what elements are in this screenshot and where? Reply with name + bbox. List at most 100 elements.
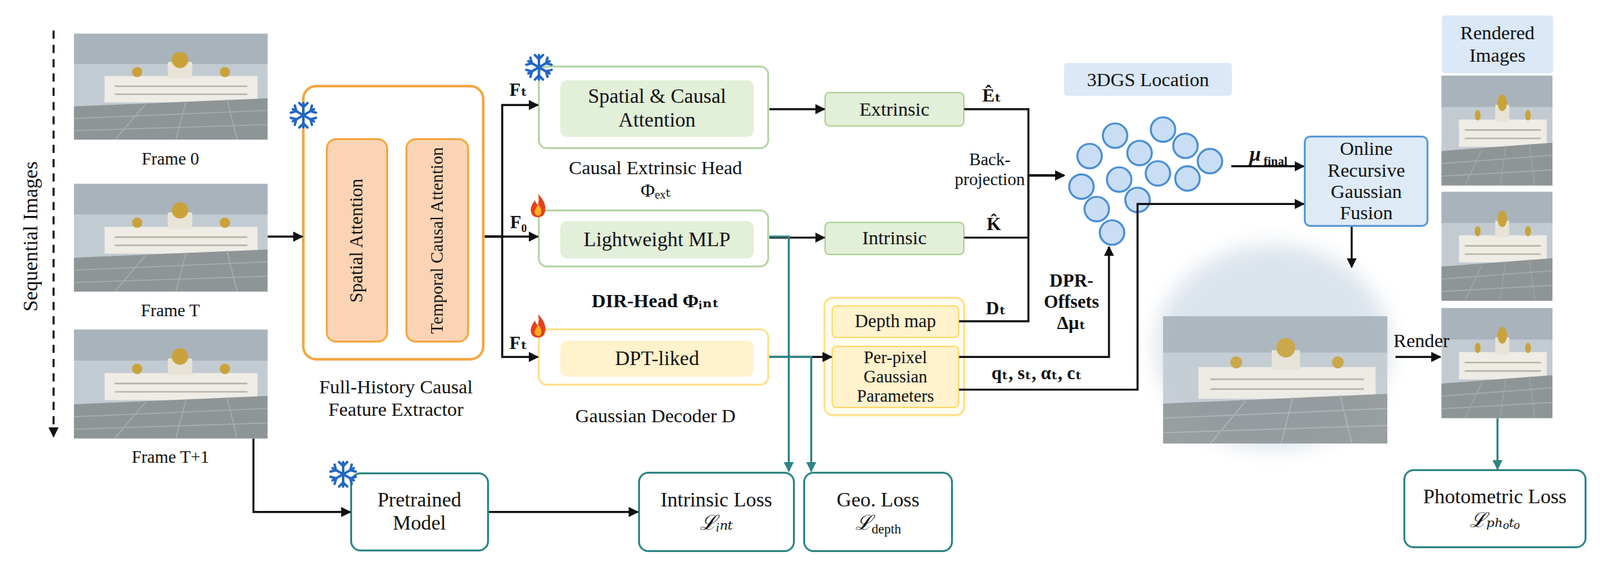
gaussian-circle: [1175, 166, 1200, 191]
rendered-image: [1441, 75, 1553, 186]
box-label: Pretrained Model: [354, 488, 484, 536]
gaussian-circle: [1100, 220, 1125, 245]
box-label: ℒ: [855, 511, 872, 536]
attention-box: Temporal Causal Attention: [405, 138, 469, 343]
caption-text: Full-History Causal Feature Extractor: [288, 375, 503, 421]
input-image: [73, 33, 268, 140]
loss-box: Photometric Lossℒₚₕₒₜₒ: [1403, 469, 1588, 548]
rendered-image: [1441, 191, 1553, 301]
box-label: Temporal Causal Attention: [427, 147, 448, 334]
input-image: [73, 183, 268, 292]
edge-label: DPR-Offsets Δμₜ: [1035, 270, 1108, 335]
box-label: Spatial Attention: [346, 178, 368, 303]
gaussian-circle: [1145, 161, 1171, 186]
connector-arrow: [769, 236, 789, 472]
gaussian-circle: [1173, 133, 1198, 159]
render-wire: [1350, 226, 1353, 267]
connector-arrow: [485, 235, 539, 238]
box-label: Spatial & Causal Attention: [562, 84, 751, 132]
gaussian-circle: [1127, 140, 1152, 166]
subscript-label: final: [1263, 154, 1288, 169]
box-label: Rendered Images: [1441, 15, 1554, 74]
edge-label: Êₜ: [982, 85, 1002, 107]
box-label: depth: [871, 521, 902, 538]
output-box: Extrinsic: [824, 91, 965, 127]
render-wire: [1395, 355, 1441, 358]
sequence-arrow: [52, 30, 55, 437]
gaussian-circle: [1069, 174, 1094, 199]
connector-arrow: [769, 356, 811, 472]
rendered-images-group: Rendered Images: [1441, 15, 1554, 419]
box-label: ℒᵢₙₜ: [642, 511, 790, 536]
connector-arrow: [1496, 418, 1499, 470]
gaussian-circle: [1077, 143, 1103, 169]
caption-text: Frame 0: [73, 149, 268, 169]
box-label: Intrinsic: [828, 226, 960, 250]
decoder-box: Gaussian Decoder DDPT-liked: [537, 328, 770, 386]
box-label: 3DGS Location: [1064, 62, 1232, 96]
connector-arrow: [485, 236, 539, 357]
attention-box: Spatial Attention: [325, 138, 389, 343]
edge-label: K̂: [986, 213, 1002, 236]
loss-box: Geo. Lossℒdepth: [803, 471, 953, 552]
connector-arrow: [267, 235, 303, 238]
connector-arrow: [488, 510, 639, 513]
axis-label: Sequential Images: [18, 161, 43, 313]
connector-arrow: [769, 355, 832, 358]
gaussian-circle: [1125, 187, 1150, 213]
gaussian-cluster: [1069, 117, 1223, 245]
attention-box: Spatial & Causal Attention: [560, 80, 755, 137]
connector-arrow: [959, 203, 1304, 390]
operation-label: Render: [1393, 329, 1450, 353]
input-frame: Frame T: [73, 183, 268, 292]
gaussian-circle: [1102, 123, 1128, 148]
gaussian-output-group: [824, 297, 964, 416]
gaussian-circle: [1084, 196, 1110, 222]
pretrained-model-box: Pretrained Model: [350, 472, 489, 551]
box-label: Lightweight MLP: [562, 228, 751, 252]
connector-arrow: [769, 236, 825, 239]
mlp-box: Lightweight MLP: [560, 221, 755, 258]
caption-text: Causal Extrinsic Head Φₑₓₜ: [563, 156, 748, 202]
input-frame: Frame T+1: [73, 329, 268, 439]
connector-arrow: [769, 107, 825, 110]
box-label: Depth map: [835, 311, 955, 333]
edge-label: Fₜ: [509, 332, 528, 354]
caption-text: Gaussian Decoder D: [542, 404, 768, 428]
gaussian-location-group: 3DGS Location: [1064, 62, 1232, 247]
edge-label: F₀: [510, 212, 527, 234]
edge-label: Fₜ: [509, 79, 528, 101]
loss-box: Intrinsic Lossℒᵢₙₜ: [638, 471, 796, 552]
box-label: Intrinsic Loss: [642, 488, 790, 513]
box-label: Extrinsic: [828, 98, 960, 121]
caption-text: Frame T: [73, 300, 268, 321]
gaussian-circle: [1150, 117, 1176, 143]
dpt-box: DPT-liked: [560, 340, 755, 377]
operation-label: Back-projection: [952, 149, 1027, 190]
box-label: Photometric Loss: [1407, 485, 1582, 509]
box-label: Geo. Loss: [808, 488, 949, 513]
connector-arrow: [959, 246, 1110, 357]
box-label: Online Recursive Gaussian Fusion: [1308, 138, 1424, 224]
output-box: Intrinsic: [824, 221, 965, 256]
extrinsic-head-box: Causal Extrinsic Head ΦₑₓₜSpatial & Caus…: [537, 65, 770, 150]
connector-arrow: [485, 104, 539, 237]
output-box: Depth map: [831, 305, 960, 338]
connector-arrow: [253, 438, 351, 512]
input-image: [73, 329, 268, 439]
caption-text: Frame T+1: [73, 447, 268, 468]
feature-extractor-box: Full-History Causal Feature ExtractorSpa…: [302, 84, 485, 361]
gaussian-circle: [1197, 149, 1223, 174]
caption-text: DIR-Head Φᵢₙₜ: [542, 289, 768, 313]
box-label: ℒₚₕₒₜₒ: [1407, 508, 1582, 533]
input-frame: Frame 0: [73, 33, 268, 140]
edge-label: Dₜ: [985, 297, 1006, 319]
box-label: DPT-liked: [562, 346, 751, 371]
box-label: Per-pixel Gaussian Parameters: [835, 348, 955, 406]
fusion-box: Online Recursive Gaussian Fusion: [1303, 135, 1429, 227]
rendered-image: [1441, 307, 1553, 418]
